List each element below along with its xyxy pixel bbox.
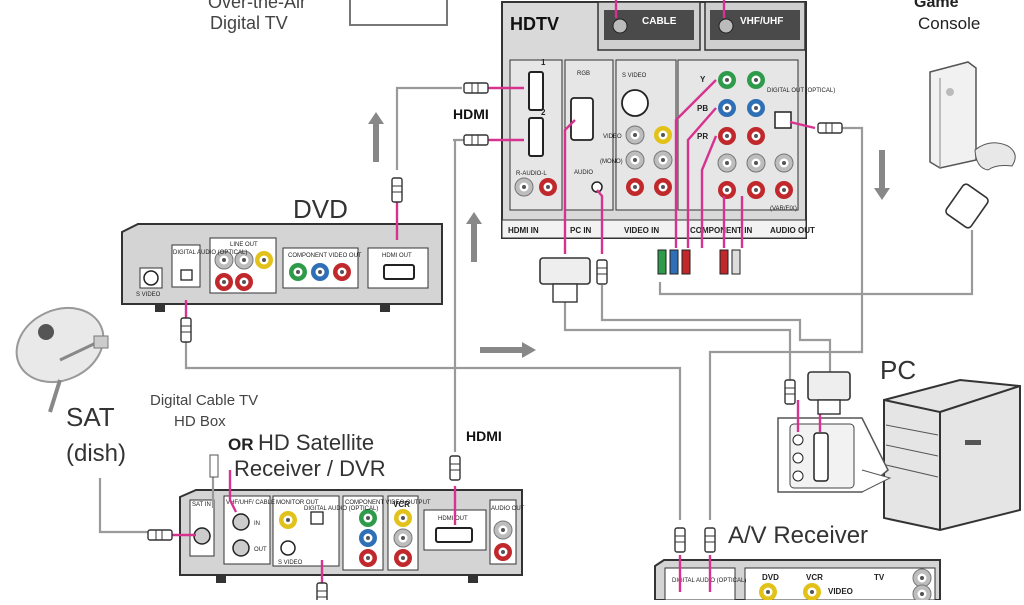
direction-arrows	[368, 112, 890, 358]
sat-vcr-label: VCR	[393, 500, 410, 509]
pc-port-callout	[777, 417, 892, 493]
av-tv-label: TV	[874, 573, 885, 582]
dvd-player	[121, 223, 443, 312]
tv-raudiol-label: R-AUDIO-L	[516, 171, 547, 177]
sat-in-port-label: IN	[254, 521, 260, 527]
sat-hdmi-out-label: HDMI OUT	[438, 516, 468, 522]
pink-connections	[168, 0, 822, 592]
vhf-uhf-input-label: VHF/UHF	[740, 16, 784, 27]
game-label-line1: Game	[914, 0, 959, 11]
tv-hdmi-in-label: HDMI IN	[508, 226, 539, 235]
ota-label-line2: Digital TV	[210, 13, 288, 33]
tv-mono-label: (MONO)	[600, 159, 623, 165]
tv-varfix-label: (VAR/FIX)	[770, 206, 797, 212]
tv-y-label: Y	[700, 75, 706, 84]
antenna-box	[349, 0, 448, 26]
dvd-title: DVD	[293, 194, 348, 224]
tv-pc-in-label: PC IN	[570, 226, 592, 235]
sat-label-line2: (dish)	[66, 440, 127, 467]
sat-monitor-out-label: MONITOR OUT	[276, 500, 319, 506]
hdtv-panel	[501, 1, 807, 239]
sat-svideo-label: S VIDEO	[278, 560, 303, 566]
tv-port1-label: 1	[541, 58, 546, 67]
dvd-component-label: COMPONENT VIDEO OUT	[288, 253, 362, 259]
tv-pb-label: PB	[697, 104, 708, 113]
tv-component-in-label: COMPONENT IN	[690, 226, 752, 235]
game-label-line2: Console	[918, 14, 981, 33]
av-video-label: VIDEO	[828, 587, 853, 596]
tv-digital-out-label: DIGITAL OUT (OPTICAL)	[767, 88, 835, 94]
satellite-receiver	[179, 489, 523, 583]
av-dvd-label: DVD	[762, 573, 779, 582]
cable-input-label: CABLE	[642, 16, 677, 27]
sat-vhf-cable-label: VHF/UHF/ CABLE	[226, 500, 275, 506]
cable-box-label-line1: Digital Cable TV	[150, 392, 259, 409]
game-console	[929, 61, 1016, 171]
dvd-svideo-label: S VIDEO	[136, 292, 161, 298]
tv-svideo-label: S VIDEO	[622, 73, 647, 79]
tv-audio-label: AUDIO	[574, 170, 593, 176]
ota-label-line1: Over-the-Air	[208, 0, 307, 12]
hdtv-title: HDTV	[510, 14, 559, 34]
av-receiver	[654, 559, 941, 604]
cable-plugs	[147, 82, 989, 605]
satellite-text: HD Satellite	[257, 430, 375, 455]
tv-pr-label: PR	[697, 132, 708, 141]
satellite-label-line1: OR HD Satellite	[228, 430, 374, 456]
satellite-dish	[15, 307, 109, 413]
satellite-label-line2: Receiver / DVR	[234, 456, 386, 481]
sat-audio-out-label: AUDIO OUT	[491, 506, 525, 512]
pc-title: PC	[880, 355, 917, 385]
tv-rgb-label: RGB	[577, 71, 590, 77]
pc-tower	[883, 378, 1021, 532]
dvd-digital-audio-label: DIGITAL AUDIO (OPTICAL)	[173, 250, 247, 256]
av-vcr-label: VCR	[806, 573, 823, 582]
sat-label-line1: SAT	[66, 402, 115, 432]
cable-box-label-line2: HD Box	[174, 413, 226, 430]
tv-port2-label: 2	[541, 108, 546, 117]
sat-component-label: COMPONENT VIDEO OUTPUT	[345, 500, 431, 506]
sat-digital-audio-label: DIGITAL AUDIO (OPTICAL)	[304, 506, 378, 512]
dvd-hdmi-out-label: HDMI OUT	[382, 253, 412, 259]
cable-routing	[98, 86, 974, 534]
tv-video-in-label: VIDEO IN	[624, 226, 659, 235]
tv-audio-out-label: AUDIO OUT	[770, 226, 815, 235]
hdmi-label-bottom: HDMI	[466, 428, 502, 444]
sat-out-port-label: OUT	[254, 547, 267, 553]
dvd-line-out-label: LINE OUT	[230, 242, 258, 248]
or-word: OR	[228, 435, 254, 454]
sat-in-label: SAT IN	[192, 502, 211, 508]
hdmi-label-top: HDMI	[453, 106, 489, 122]
av-receiver-title: A/V Receiver	[728, 522, 869, 549]
tv-video-label: VIDEO	[603, 134, 622, 140]
